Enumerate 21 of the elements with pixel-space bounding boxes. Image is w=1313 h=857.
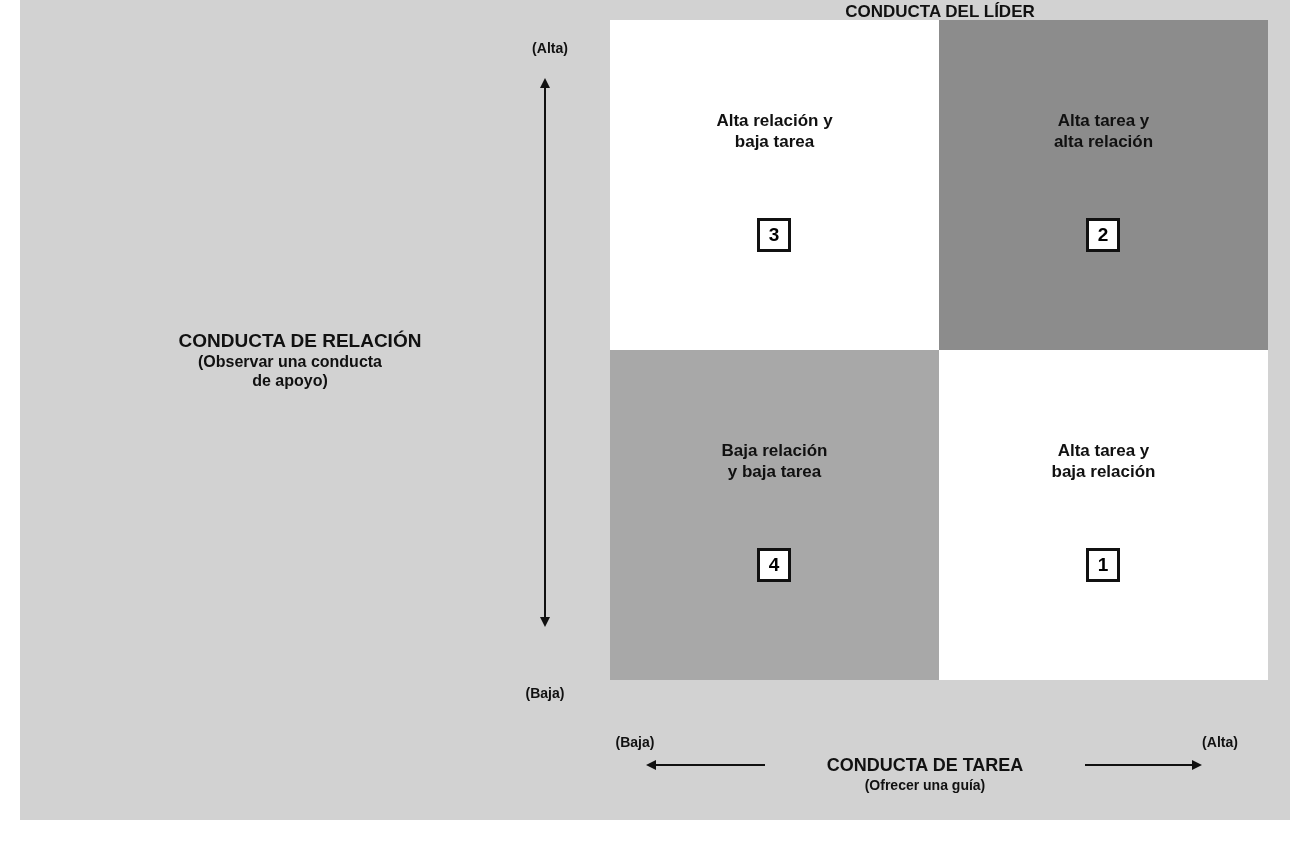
quadrant-box — [610, 350, 939, 680]
quadrant-box — [939, 20, 1268, 350]
axis-subtitle: (Observar una conducta de apoyo) — [196, 352, 383, 390]
quadrant-box — [610, 20, 939, 350]
number-box: 3 — [757, 218, 791, 252]
axis-label: (Baja) — [614, 734, 656, 750]
number-box: 4 — [757, 548, 791, 582]
quadrant-label: Baja relación y baja tarea — [720, 440, 829, 482]
number-box: 1 — [1086, 548, 1120, 582]
chart-title: CONDUCTA DEL LÍDER — [844, 1, 1036, 23]
axis-label: (Alta) — [531, 40, 569, 56]
quadrant-label: Alta tarea y alta relación — [1052, 110, 1155, 152]
quadrant-box — [939, 350, 1268, 680]
axis-label: (Alta) — [1201, 734, 1239, 750]
number-box: 2 — [1086, 218, 1120, 252]
axis-title: CONDUCTA DE RELACIÓN — [177, 330, 423, 352]
axis-subtitle: (Ofrecer una guía) — [863, 777, 987, 793]
axis-label: (Baja) — [524, 685, 566, 701]
axis-title: CONDUCTA DE TAREA — [825, 755, 1025, 776]
quadrant-label: Alta tarea y baja relación — [1050, 440, 1157, 482]
quadrant-label: Alta relación y baja tarea — [715, 110, 834, 152]
